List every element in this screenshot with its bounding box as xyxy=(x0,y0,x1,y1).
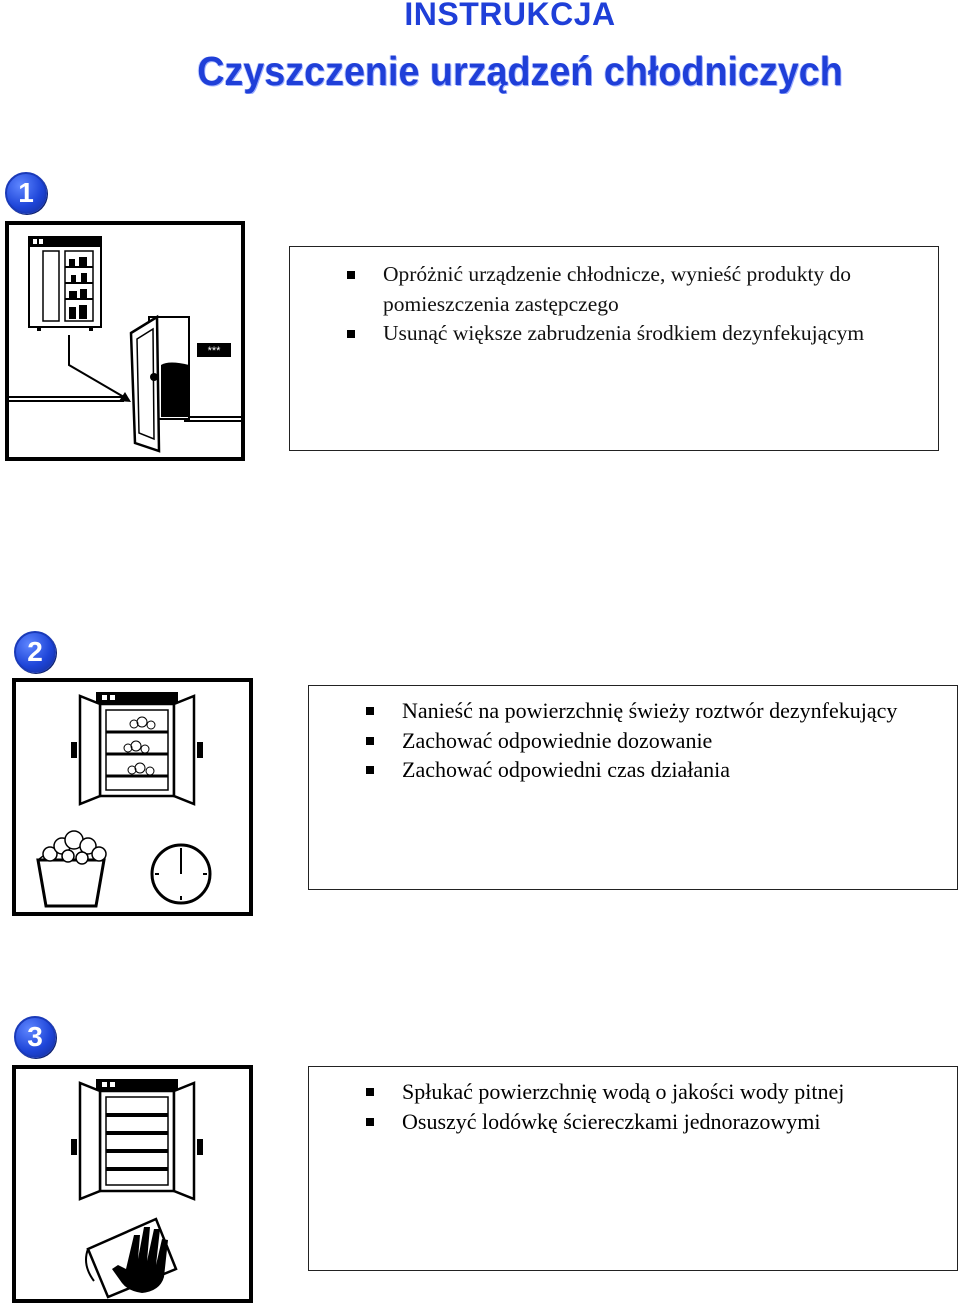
step-3-item: Spłukać powierzchnię wodą o jakości wody… xyxy=(309,1077,957,1107)
step-1-illustration: *** xyxy=(5,221,245,461)
step-3-badge: 3 xyxy=(14,1016,56,1058)
step-2-text-box: Nanieść na powierzchnię świeży roztwór d… xyxy=(308,685,958,890)
fridge-wipe-icon xyxy=(71,1079,203,1299)
step-2-item: Zachować odpowiednie dozowanie xyxy=(309,726,957,756)
step-3-illustration xyxy=(12,1065,253,1303)
step-1-text-box: Opróżnić urządzenie chłodnicze, wynieść … xyxy=(289,246,939,451)
step-2-item: Zachować odpowiedni czas działania xyxy=(309,755,957,785)
step-2-item: Nanieść na powierzchnię świeży roztwór d… xyxy=(309,696,957,726)
step-2-illustration xyxy=(12,678,253,916)
svg-text:***: *** xyxy=(208,345,222,357)
step-2-badge: 2 xyxy=(14,631,56,673)
step-1-badge: 1 xyxy=(5,172,47,214)
step-1-item: Usunąć większe zabrudzenia środkiem dezy… xyxy=(290,319,938,349)
document-title: Czyszczenie urządzeń chłodniczych xyxy=(197,48,843,94)
step-1-item: Opróżnić urządzenie chłodnicze, wynieść … xyxy=(290,260,938,319)
document-label: INSTRUKCJA xyxy=(404,0,616,32)
step-3-text-box: Spłukać powierzchnię wodą o jakości wody… xyxy=(308,1066,958,1271)
fridge-move-icon: *** xyxy=(9,236,241,453)
fridge-disinfect-icon xyxy=(36,692,212,908)
step-3-item: Osuszyć lodówkę ściereczkami jednorazowy… xyxy=(309,1107,957,1137)
